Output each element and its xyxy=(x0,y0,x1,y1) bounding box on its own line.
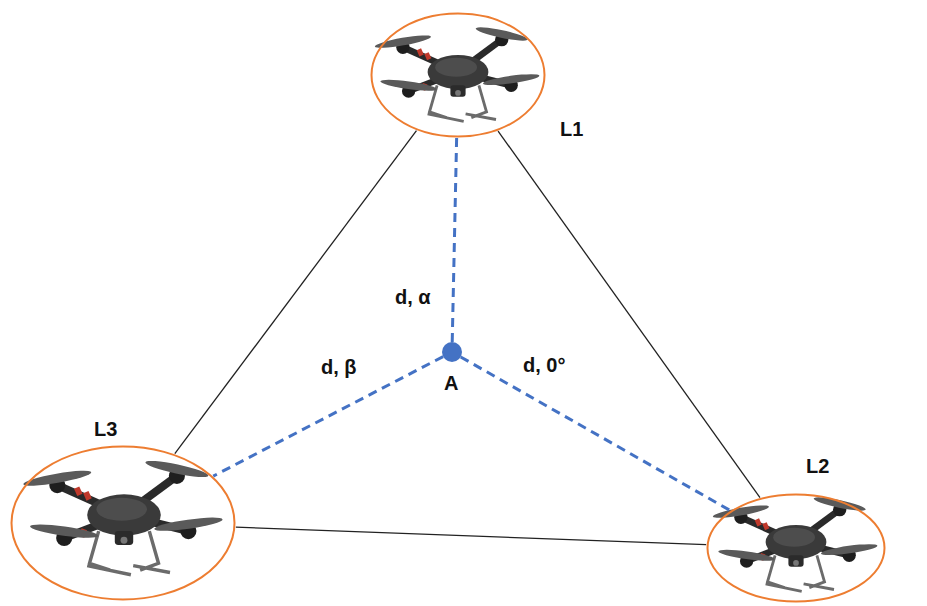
drone-picture xyxy=(712,495,878,592)
drone-outline xyxy=(372,14,545,137)
point-label: A xyxy=(444,372,458,394)
drone-label: L1 xyxy=(560,118,583,140)
formation-link xyxy=(498,131,760,498)
distance-label: d, β xyxy=(318,356,360,379)
drone-outline xyxy=(706,493,886,603)
formation-link xyxy=(236,527,706,544)
drone-outline xyxy=(10,445,236,601)
point-dot xyxy=(442,342,462,362)
drone-picture xyxy=(23,458,224,575)
drone-label: L2 xyxy=(806,455,829,477)
formation-link xyxy=(175,131,417,454)
distance-line xyxy=(213,357,443,476)
drone-node: L1 xyxy=(370,12,546,138)
drone-outline xyxy=(370,12,546,138)
distance-label: d, α xyxy=(392,286,434,309)
point-dot xyxy=(442,342,462,362)
drone-node: L3 xyxy=(10,445,236,601)
distance-line xyxy=(461,357,730,511)
drone-outline xyxy=(12,447,235,600)
drone-label: L3 xyxy=(94,418,117,440)
drone-node: L2 xyxy=(706,493,886,603)
drone-outline xyxy=(708,495,885,602)
distance-line xyxy=(452,138,456,342)
point-node: A xyxy=(442,342,462,362)
drone-picture xyxy=(374,25,540,122)
distance-label: d, 0° xyxy=(520,354,568,377)
